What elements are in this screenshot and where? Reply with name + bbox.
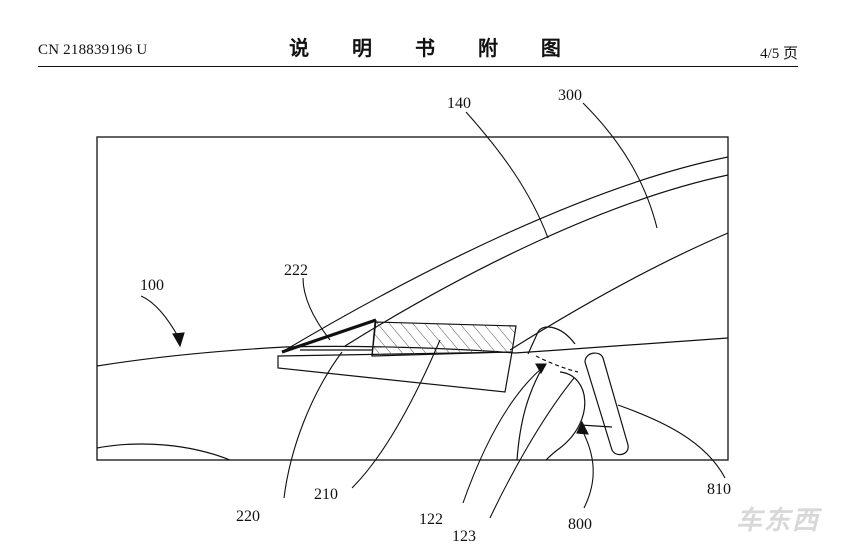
leader-210 xyxy=(351,339,441,489)
a-pillar-inner-line xyxy=(344,174,728,347)
ref-122: 122 xyxy=(419,511,443,528)
camera-arm xyxy=(584,352,629,456)
arrowhead-800 xyxy=(576,420,589,435)
mirror-glass-curve xyxy=(545,371,586,460)
leader-220 xyxy=(283,351,343,499)
ref-800: 800 xyxy=(568,516,592,533)
leader-810 xyxy=(617,404,726,479)
camera-arm-mount xyxy=(579,424,613,428)
hatched-module xyxy=(371,321,517,357)
ref-100: 100 xyxy=(140,277,164,294)
door-edge-line xyxy=(516,371,541,460)
body-line-right xyxy=(514,337,728,354)
ref-810: 810 xyxy=(707,481,731,498)
publication-number: CN 218839196 U xyxy=(38,42,148,58)
ref-220: 220 xyxy=(236,508,260,525)
figure-frame xyxy=(96,136,729,461)
ref-222: 222 xyxy=(284,262,308,279)
leader-222 xyxy=(302,277,331,341)
device-base xyxy=(277,351,513,393)
cover-plate xyxy=(281,318,377,354)
windshield-line xyxy=(509,232,728,351)
mirror-housing xyxy=(527,326,576,355)
leader-122 xyxy=(462,367,543,504)
wheel-arch-line xyxy=(97,443,231,460)
a-pillar-outer-line xyxy=(281,156,728,353)
leader-300 xyxy=(582,102,658,229)
header-rule xyxy=(38,66,798,67)
leader-123 xyxy=(489,377,575,519)
cover-plate-edge xyxy=(371,319,377,357)
arrowhead-100 xyxy=(172,332,185,348)
leader-800 xyxy=(581,429,594,509)
arrowhead-122 xyxy=(535,363,547,375)
ref-140: 140 xyxy=(447,95,471,112)
page-title: 说 明 书 附 图 xyxy=(289,36,579,60)
page-number: 4/5 页 xyxy=(760,46,798,62)
ref-300: 300 xyxy=(558,87,582,104)
watermark-logo: 车东西 xyxy=(735,506,820,536)
mirror-dashed-line xyxy=(535,355,579,373)
ref-123: 123 xyxy=(452,528,476,545)
leader-140 xyxy=(465,111,549,239)
ref-210: 210 xyxy=(314,486,338,503)
